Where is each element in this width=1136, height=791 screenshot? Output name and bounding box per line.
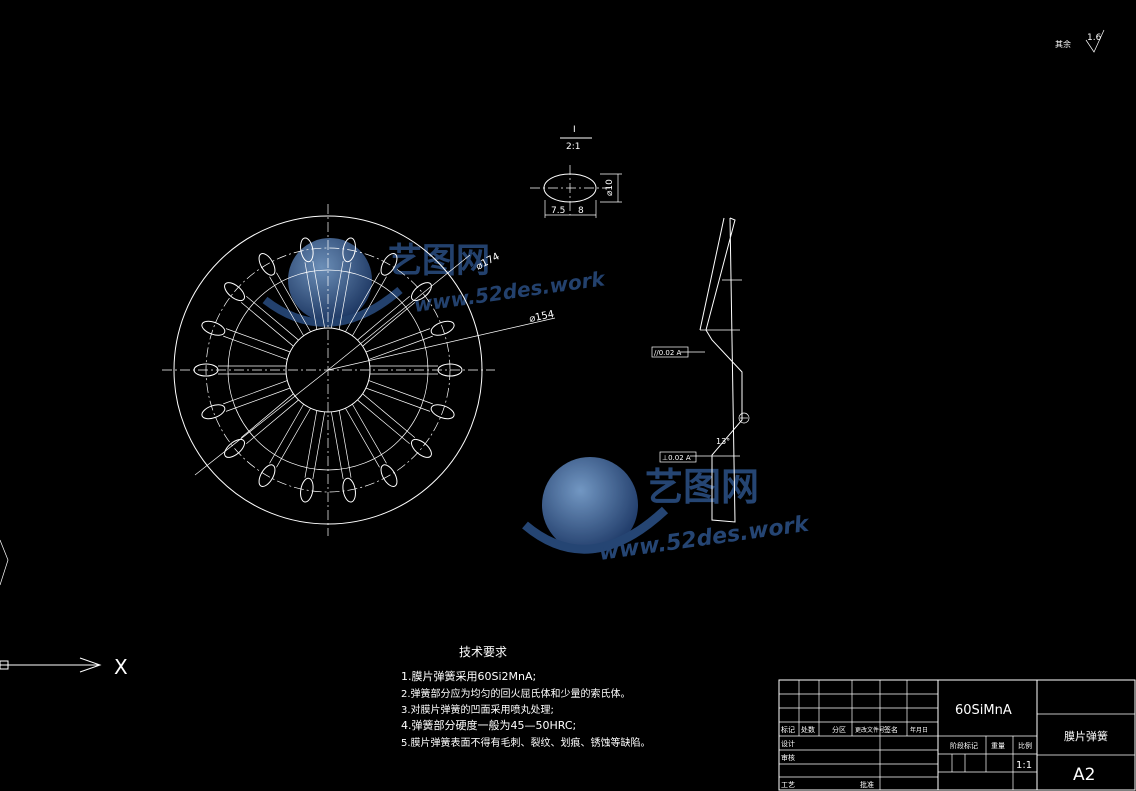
approve-label: 批准 — [860, 780, 874, 789]
watermark-globe-icon — [288, 238, 372, 322]
finger-slot-end — [193, 363, 219, 377]
row-label-file: 更改文件号 — [855, 726, 885, 734]
finger-slot — [370, 365, 438, 375]
tech-req-item: 4.弹簧部分硬度一般为45—50HRC; — [401, 718, 576, 732]
finger-slot-end — [437, 363, 463, 377]
watermark-brand-2: 艺图网 — [645, 465, 759, 509]
finger-slot — [331, 260, 352, 330]
tolerance-frame-2 — [659, 451, 697, 463]
finger-slot — [365, 380, 433, 412]
title-block-frame — [778, 679, 1136, 791]
finger-slot-end — [410, 282, 432, 302]
finger-slot-end — [342, 237, 356, 263]
section-scale: 2:1 — [566, 142, 580, 152]
scale-value: 1:1 — [1016, 760, 1032, 771]
watermark-logo-2: 艺图网 www.52des.work — [522, 457, 812, 566]
tech-req-item: 1.膜片弹簧采用60Si2MnA; — [401, 669, 536, 683]
finger-slot-end — [300, 237, 314, 263]
angle-dim: 13° — [716, 437, 730, 446]
section-label: I — [573, 125, 576, 135]
dim-leader-154 — [327, 317, 556, 371]
finger-slot — [304, 260, 325, 330]
audit-label: 审核 — [781, 753, 795, 762]
row-label-mark: 标记 — [781, 725, 795, 734]
spring-section-view: //0.02 A 13° ⊥0.02 A — [651, 217, 750, 523]
finger-slot-end — [258, 464, 276, 487]
finger-slot-end — [380, 253, 398, 276]
finger-slot-end — [258, 253, 276, 276]
finger-slot — [357, 295, 416, 347]
finger-slot — [223, 380, 291, 412]
slot-dim-left: 7.5 — [551, 206, 565, 216]
design-label: 设计 — [781, 739, 795, 748]
finger-slot-end — [224, 438, 246, 458]
dim-outer-label: ⌀154 — [528, 309, 555, 325]
finger-slot-end — [300, 477, 314, 503]
finger-slot — [345, 272, 387, 336]
dim-leader-slot — [194, 369, 329, 476]
sheet-size: A2 — [1073, 765, 1095, 785]
material-text: 60SiMnA — [955, 703, 1012, 718]
slot-width-dim: ⌀10 — [605, 179, 615, 196]
section-profile — [705, 217, 743, 523]
finger-slot-end — [430, 404, 455, 420]
watermark-globe-icon — [542, 457, 638, 553]
axis-arrow-icon — [79, 657, 102, 673]
part-name: 膜片弹簧 — [1064, 729, 1108, 743]
roughness-value: 1.6 — [1087, 33, 1102, 43]
tolerance-frame-1 — [651, 346, 689, 358]
tech-req-item: 3.对膜片弹簧的凹面采用喷丸处理; — [401, 703, 554, 716]
finger-slot — [304, 410, 325, 480]
axis-marker: X — [0, 539, 128, 679]
finger-slot — [269, 404, 311, 468]
row-label-date: 年月日 — [910, 726, 928, 734]
finger-slot — [223, 328, 291, 360]
process-label: 工艺 — [781, 781, 795, 789]
tech-req-item: 2.弹簧部分应为均匀的回火屈氏体和少量的索氏体。 — [401, 687, 631, 700]
technical-requirements: 技术要求 1.膜片弹簧采用60Si2MnA; 2.弹簧部分应为均匀的回火屈氏体和… — [401, 645, 651, 749]
finger-slot — [240, 393, 299, 445]
row-label-zone: 分区 — [832, 725, 846, 734]
tolerance-1: //0.02 A — [654, 349, 682, 357]
watermark-brand-1: 艺图网 — [388, 241, 490, 281]
weight-label: 重量 — [991, 742, 1005, 750]
finger-slot-end — [201, 404, 226, 420]
ratio-label: 比例 — [1018, 741, 1032, 750]
row-label-sign: 签名 — [884, 725, 898, 734]
finger-slot-end — [201, 320, 226, 336]
axis-label: X — [114, 655, 128, 679]
finger-slot-end — [430, 320, 455, 336]
dim-leader-174 — [327, 254, 471, 371]
finger-slot — [218, 365, 286, 375]
tech-req-title: 技术要求 — [459, 645, 507, 659]
spring-fingers — [193, 237, 463, 503]
row-label-count: 处数 — [801, 725, 815, 734]
tech-req-item: 5.膜片弹簧表面不得有毛刺、裂纹、划痕、锈蚀等缺陷。 — [401, 736, 651, 749]
slot-dim-right: 8 — [578, 206, 584, 216]
finger-slot — [357, 393, 416, 445]
finger-slot — [240, 295, 299, 347]
tolerance-2: ⊥0.02 A — [662, 454, 691, 462]
finger-slot — [331, 410, 352, 480]
finger-slot-end — [380, 464, 398, 487]
roughness-symbol-icon — [1085, 29, 1105, 53]
roughness-label: 其余 — [1055, 39, 1071, 49]
detail-view-slot: I 2:1 ⌀10 7.5 8 — [530, 125, 622, 218]
finger-slot-end — [342, 477, 356, 503]
roughness-note: 其余 1.6 — [1055, 29, 1105, 53]
finger-slot — [365, 328, 433, 360]
stage-label: 阶段标记 — [950, 741, 978, 750]
title-block: 标记 处数 分区 更改文件号 签名 年月日 设计 审核 工艺 批准 阶段标记 重… — [778, 679, 1136, 791]
finger-slot — [269, 272, 311, 336]
finger-slot — [345, 404, 387, 468]
finger-slot-end — [224, 282, 246, 302]
finger-slot-end — [410, 438, 432, 458]
datum-circle — [738, 412, 750, 424]
